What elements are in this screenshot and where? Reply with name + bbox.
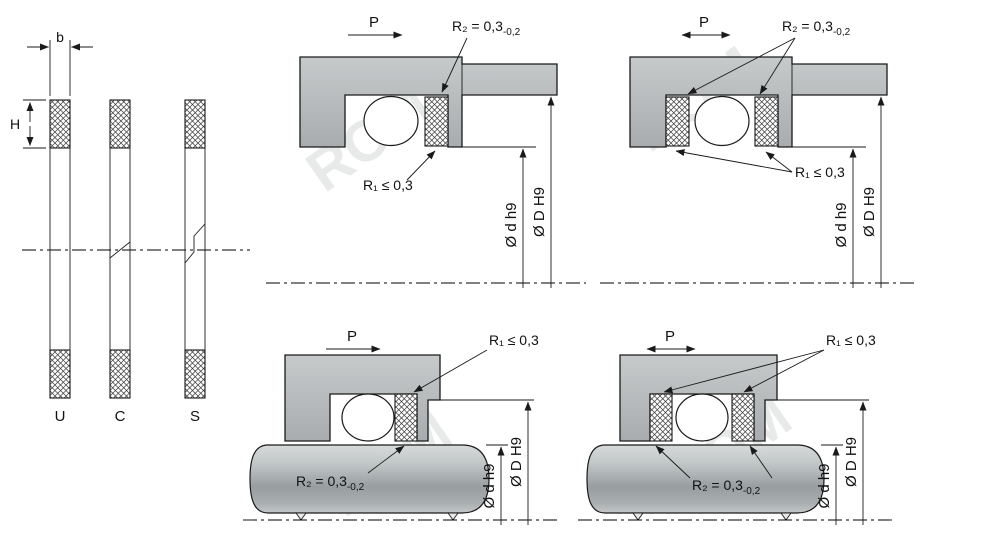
- pressure-label: P: [347, 328, 357, 345]
- r2-value: R₂ = 0,3: [452, 18, 503, 34]
- dim-label-bore: Ø D H9: [508, 437, 525, 487]
- o-ring: [694, 95, 750, 147]
- dimension-label-h: H: [10, 116, 20, 132]
- diagram-bottom-right: P R₁ ≤ 0,3 R₂ = 0,3-0,2 Ø d h9 Ø D H9: [578, 328, 895, 525]
- ring-cross-sections: b H U C: [10, 29, 250, 425]
- ring-section: [109, 349, 131, 399]
- r1-label: R₁ ≤ 0,3: [826, 332, 876, 348]
- r2-leader: [441, 37, 468, 93]
- ring-section: [49, 99, 71, 149]
- r1-leader-right: [743, 349, 825, 393]
- support-mark: [295, 512, 307, 521]
- r2-tolerance: -0,2: [347, 482, 365, 493]
- support-mark: [632, 512, 644, 521]
- r2-leader: [367, 445, 405, 474]
- profile-label: U: [55, 408, 66, 425]
- diagonal-cut-line: [109, 241, 131, 259]
- backup-ring-right: [731, 393, 755, 442]
- ring-section: [184, 349, 206, 399]
- step-cut-line: [184, 223, 206, 264]
- r1-leader: [406, 150, 436, 181]
- diagram-top-left: P R₂ = 0,3-0,2 R₁ ≤ 0,3 Ø d h9 Ø D H9: [266, 14, 586, 288]
- dim-label-bore: Ø D H9: [531, 187, 548, 237]
- r2-leader-right: [749, 445, 773, 479]
- backup-ring: [394, 393, 418, 442]
- dim-label-shaft: Ø d h9: [481, 463, 498, 508]
- profile-label: S: [190, 408, 200, 425]
- o-ring: [675, 393, 729, 442]
- profile-s: S: [184, 99, 206, 425]
- r2-tolerance: -0,2: [743, 486, 761, 497]
- ring-section: [49, 349, 71, 399]
- r2-value: R₂ = 0,3: [692, 477, 743, 493]
- profile-c: C: [109, 99, 131, 425]
- rod: [586, 444, 825, 514]
- pressure-label: P: [699, 14, 709, 31]
- pressure-label: P: [369, 14, 379, 31]
- r2-leader-right: [759, 37, 796, 95]
- dim-label-bore: Ø D H9: [861, 187, 878, 237]
- r2-value: R₂ = 0,3: [296, 473, 347, 489]
- r2-leader-left: [655, 445, 691, 479]
- support-mark: [447, 512, 459, 521]
- r1-leader-left: [663, 349, 825, 394]
- r2-label: R₂ = 0,3-0,2: [782, 18, 851, 38]
- r1-label: R₁ ≤ 0,3: [795, 164, 845, 180]
- backup-ring: [424, 96, 449, 147]
- o-ring: [363, 95, 419, 147]
- o-ring: [341, 393, 395, 442]
- backup-ring-left: [649, 393, 673, 442]
- r1-leader: [413, 349, 488, 393]
- profile-u: U: [49, 99, 71, 425]
- r2-tolerance: -0,2: [503, 27, 521, 38]
- backup-ring-left: [665, 96, 690, 147]
- diagram-top-right: P R₂ = 0,3-0,2 R₁ ≤ 0,3 Ø d h9 Ø D H9: [600, 14, 918, 288]
- r1-label: R₁ ≤ 0,3: [363, 177, 413, 193]
- height-dimension-h: H: [10, 99, 46, 149]
- rod: [249, 444, 490, 514]
- r2-leader-left: [687, 37, 796, 95]
- dim-label-shaft: Ø d h9: [503, 202, 520, 247]
- dim-label-bore: Ø D H9: [843, 437, 860, 487]
- r2-label: R₂ = 0,3-0,2: [296, 473, 365, 493]
- r1-label: R₁ ≤ 0,3: [489, 332, 539, 348]
- dimension-label-b: b: [56, 29, 64, 45]
- r2-value: R₂ = 0,3: [782, 18, 833, 34]
- ring-section: [184, 99, 206, 149]
- r1-leader-right: [765, 151, 793, 173]
- dim-label-shaft: Ø d h9: [816, 463, 833, 508]
- backup-ring-right: [754, 96, 779, 147]
- profile-label: C: [115, 408, 126, 425]
- diagram-bottom-left: P R₁ ≤ 0,3 R₂ = 0,3-0,2 Ø d h9 Ø D H9: [243, 328, 560, 525]
- width-dimension-b: b: [27, 29, 93, 96]
- r2-tolerance: -0,2: [833, 27, 851, 38]
- pressure-label: P: [665, 328, 675, 345]
- support-mark: [780, 512, 792, 521]
- r1-leader-left: [675, 149, 793, 173]
- r2-label: R₂ = 0,3-0,2: [692, 477, 761, 497]
- r2-label: R₂ = 0,3-0,2: [452, 18, 521, 38]
- ring-section: [109, 99, 131, 149]
- dim-label-shaft: Ø d h9: [833, 202, 850, 247]
